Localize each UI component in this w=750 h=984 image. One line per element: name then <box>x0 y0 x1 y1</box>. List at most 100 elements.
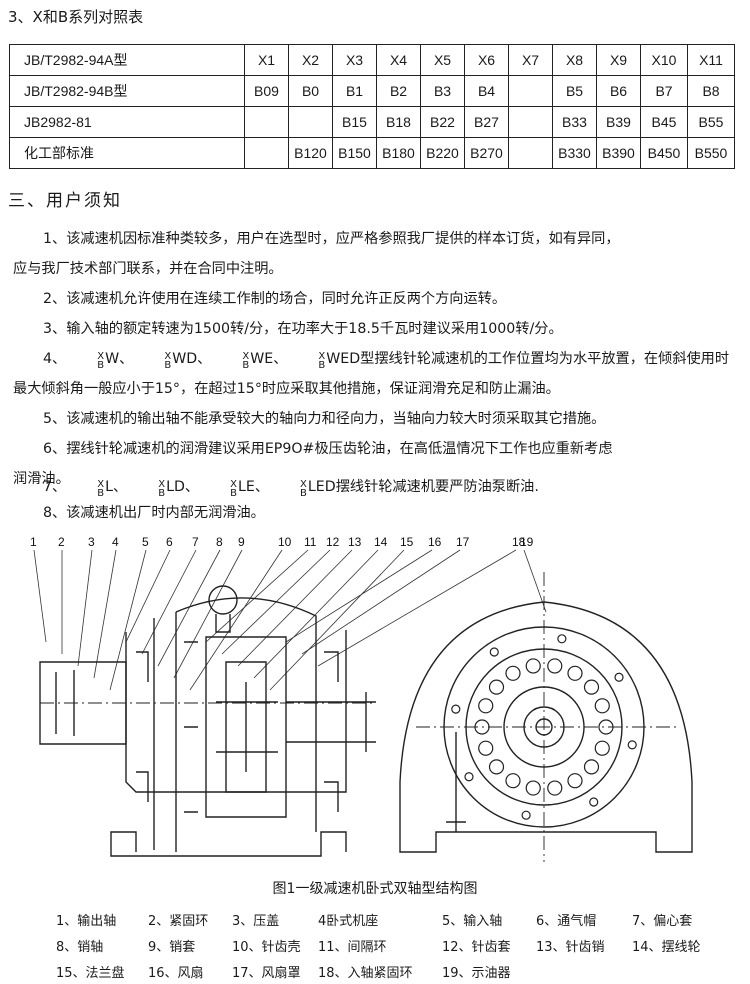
legend-item: 3、压盖 <box>232 914 280 929</box>
model-cell: X5 <box>420 44 465 76</box>
note-4b: 最大倾斜角一般应小于15°，在超过15°时应采取其他措施，保证润滑充足和防止漏油… <box>13 381 560 397</box>
pin-hole <box>525 658 541 674</box>
callout-number: 11 <box>304 535 317 549</box>
model-cell: B39 <box>596 106 641 138</box>
model-cell <box>508 75 553 107</box>
legend-item: 13、针齿销 <box>536 940 605 955</box>
note-4-prefix: 4、 <box>43 351 67 367</box>
pin-hole <box>594 740 610 756</box>
model-cell: B7 <box>640 75 688 107</box>
model-cell: B450 <box>640 137 688 169</box>
model-cell: B330 <box>552 137 597 169</box>
leader-line <box>237 549 353 667</box>
legend-item: 12、针齿套 <box>442 940 511 955</box>
pin-hole <box>594 698 610 714</box>
callout-number: 16 <box>428 535 442 549</box>
model-cell: X8 <box>552 44 597 76</box>
pin-hole <box>547 780 563 796</box>
callout-number: 10 <box>278 535 292 549</box>
model-cell: B3 <box>420 75 465 107</box>
model-cell: B1 <box>332 75 377 107</box>
pin-hole <box>505 665 521 681</box>
callout-number: 1 <box>30 535 37 549</box>
note-1b: 应与我厂技术部门联系，并在合同中注明。 <box>13 261 283 277</box>
leader-line <box>173 549 243 679</box>
leader-line <box>77 549 93 667</box>
model-cell: B220 <box>420 137 465 169</box>
standard-name-cell: JB/T2982-94B型 <box>9 75 245 107</box>
model-cell: B390 <box>596 137 641 169</box>
note-4-model: WD、 <box>172 351 212 367</box>
model-cell: B8 <box>687 75 735 107</box>
note-3: 3、输入轴的额定转速为1500转/分，在功率大于18.5千瓦时建议采用1000转… <box>43 321 563 337</box>
model-cell: X7 <box>508 44 553 76</box>
legend-item: 10、针齿壳 <box>232 940 301 955</box>
model-cell: B09 <box>244 75 289 107</box>
legend-item: 18、入轴紧固环 <box>318 966 413 981</box>
callout-number: 18 <box>512 535 526 549</box>
legend-item: 16、风扇 <box>148 966 204 981</box>
note-6b: 润滑油。 <box>13 471 70 487</box>
pin-hole <box>478 740 494 756</box>
notes-title: 三、用户须知 <box>8 191 122 211</box>
pin-hole <box>598 719 614 735</box>
leader-line <box>33 549 47 643</box>
model-cell: B4 <box>464 75 509 107</box>
model-cell: B55 <box>687 106 735 138</box>
model-cell: B550 <box>687 137 735 169</box>
callout-number: 19 <box>520 535 534 549</box>
pin-hole <box>474 719 490 735</box>
leader-line <box>253 549 379 679</box>
leader-line <box>285 549 433 643</box>
pin-hole <box>488 679 505 695</box>
callout-number: 9 <box>238 535 245 549</box>
note-5: 5、该减速机的输出轴不能承受较大的轴向力和径向力，当轴向力较大时须采取其它措施。 <box>43 411 606 427</box>
model-cell: B270 <box>464 137 509 169</box>
legend-item: 5、输入轴 <box>442 914 503 929</box>
pin-hole <box>583 679 600 695</box>
note-1a: 1、该减速机因标准种类较多，用户在选型时，应严格参照我厂提供的样本订货，如有异同… <box>43 231 620 247</box>
bolt-hole <box>489 647 499 657</box>
bolt-hole <box>589 797 599 807</box>
model-cell: B180 <box>376 137 421 169</box>
model-cell <box>288 106 333 138</box>
leader-line <box>189 549 283 691</box>
legend-item: 8、销轴 <box>56 940 104 955</box>
model-cell: X1 <box>244 44 289 76</box>
callout-number: 3 <box>88 535 95 549</box>
callout-number: 14 <box>374 535 388 549</box>
pin-hole <box>505 773 521 789</box>
callout-number: 15 <box>400 535 414 549</box>
pin-hole <box>488 759 505 775</box>
pin-hole <box>478 698 494 714</box>
leader-line <box>317 549 517 667</box>
callout-number: 2 <box>58 535 65 549</box>
leader-line <box>157 549 221 667</box>
model-cell: B18 <box>376 106 421 138</box>
model-cell: B33 <box>552 106 597 138</box>
note-7-model: LED摆线针轮减速机要严防油泵断油. <box>307 479 539 495</box>
note-4-model: WE、 <box>250 351 288 367</box>
callout-number: 4 <box>112 535 119 549</box>
model-cell: B0 <box>288 75 333 107</box>
model-cell <box>244 137 289 169</box>
callout-number: 13 <box>348 535 362 549</box>
legend-item: 15、法兰盘 <box>56 966 125 981</box>
legend-item: 17、风扇罩 <box>232 966 301 981</box>
legend-item: 19、示油器 <box>442 966 511 981</box>
model-cell: B45 <box>640 106 688 138</box>
bolt-hole <box>614 672 624 682</box>
bolt-hole <box>451 704 461 714</box>
standard-name-cell: JB/T2982-94A型 <box>9 44 245 76</box>
model-cell: B120 <box>288 137 333 169</box>
model-cell: X11 <box>687 44 735 76</box>
standard-name-cell: 化工部标准 <box>9 137 245 169</box>
callout-number: 7 <box>192 535 199 549</box>
figure-caption: 图1一级减速机卧式双轴型结构图 <box>272 881 478 897</box>
leader-line <box>125 549 171 643</box>
